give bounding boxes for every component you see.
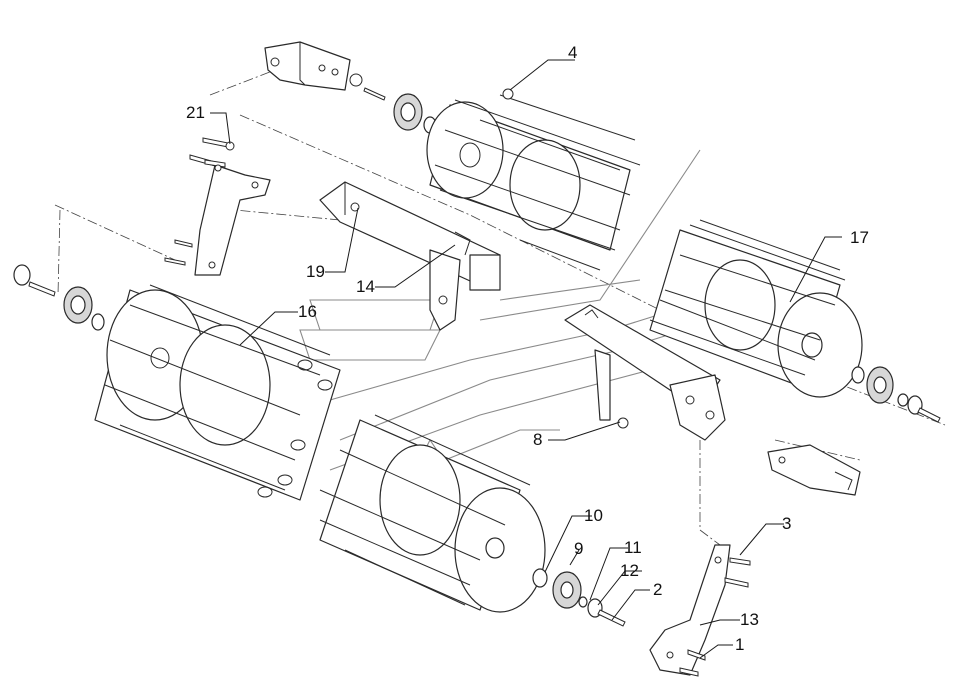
leader-lines (210, 59, 842, 659)
callout-9: 9 (574, 539, 583, 558)
bearing-left (13, 264, 105, 331)
roller-right (649, 219, 863, 398)
right-mount-plate (767, 444, 861, 496)
roller-rear (426, 88, 641, 271)
callout-16: 17 (850, 228, 869, 247)
callout-14: 14 (356, 277, 375, 296)
callout-3: 3 (782, 514, 791, 533)
callout-13: 13 (740, 610, 759, 629)
bearing-front (532, 568, 626, 627)
roller-left (94, 284, 341, 501)
callout-11: 11 (624, 538, 642, 557)
frame-beam-right (564, 304, 726, 441)
callout-19: 19 (306, 262, 325, 281)
callout-21: 21 (186, 103, 205, 122)
bracket-upright-left (164, 137, 271, 276)
callout-8: 8 (533, 430, 542, 449)
callout-12: 12 (620, 561, 639, 580)
bearing-rear (393, 93, 437, 134)
frame-beam-left (319, 181, 501, 331)
top-mount-plate (264, 41, 386, 101)
callout-4: 4 (568, 43, 577, 62)
callout-1: 1 (735, 635, 744, 654)
bracket-lower-right (649, 544, 751, 677)
callout-2: 2 (653, 580, 662, 599)
callouts: 4 21 17 19 14 16 8 10 3 9 11 12 2 13 1 (186, 43, 869, 654)
bearing-right (851, 366, 941, 423)
callout-10: 10 (584, 506, 603, 525)
callout-17: 16 (298, 302, 317, 321)
roller-front (319, 414, 546, 613)
